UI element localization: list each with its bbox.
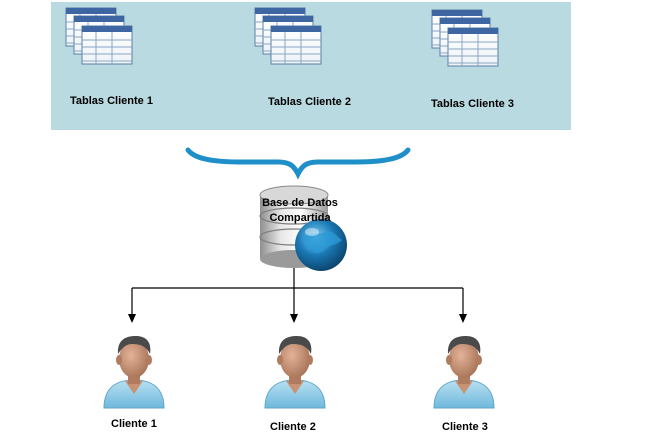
client-label-3: Cliente 3 — [442, 421, 488, 433]
globe-icon — [295, 219, 347, 271]
tables-icon-cliente-3 — [432, 10, 498, 66]
database-icon — [259, 185, 329, 268]
tables-label-cliente-1: Tablas Cliente 1 — [70, 95, 153, 107]
tables-icon-cliente-1 — [66, 8, 132, 64]
user-icon-cliente-3 — [433, 335, 495, 409]
database-label: Base de Datos Compartida — [262, 196, 338, 226]
tables-icon-cliente-2 — [255, 8, 321, 64]
connector-lines — [131, 268, 464, 316]
client-label-1: Cliente 1 — [111, 418, 157, 430]
database-label-line2: Compartida — [269, 212, 331, 224]
arrowheads — [128, 314, 467, 323]
user-icon-cliente-1 — [103, 335, 165, 409]
user-icon-cliente-2 — [264, 335, 326, 409]
client-label-2: Cliente 2 — [270, 421, 316, 433]
tables-label-cliente-3: Tablas Cliente 3 — [431, 98, 514, 110]
tables-label-cliente-2: Tablas Cliente 2 — [268, 96, 351, 108]
database-label-line1: Base de Datos — [262, 197, 338, 209]
brace-connector — [185, 147, 411, 180]
